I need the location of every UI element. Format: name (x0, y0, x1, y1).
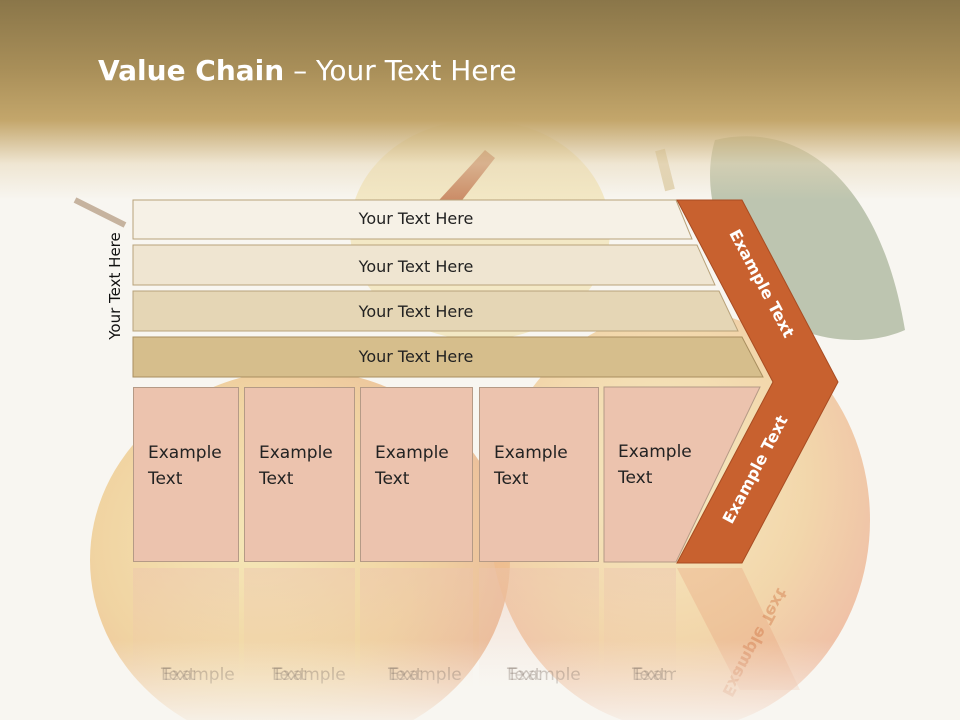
support-row-3-text: Your Text Here (358, 302, 474, 321)
support-row-1-text: Your Text Here (358, 209, 474, 228)
support-row-4 (132, 336, 764, 378)
header-band (0, 0, 960, 200)
title-rest: – Your Text Here (284, 54, 517, 87)
title-bold: Value Chain (98, 54, 285, 87)
support-row-1 (132, 199, 693, 240)
support-row-2 (132, 244, 716, 286)
support-row-3 (132, 290, 739, 332)
bottom-fade (0, 640, 960, 720)
support-row-2-text: Your Text Here (358, 257, 474, 276)
page-title: Value Chain – Your Text Here (98, 54, 517, 87)
support-row-4-text: Your Text Here (358, 347, 474, 366)
chevron-arrow (676, 199, 839, 564)
